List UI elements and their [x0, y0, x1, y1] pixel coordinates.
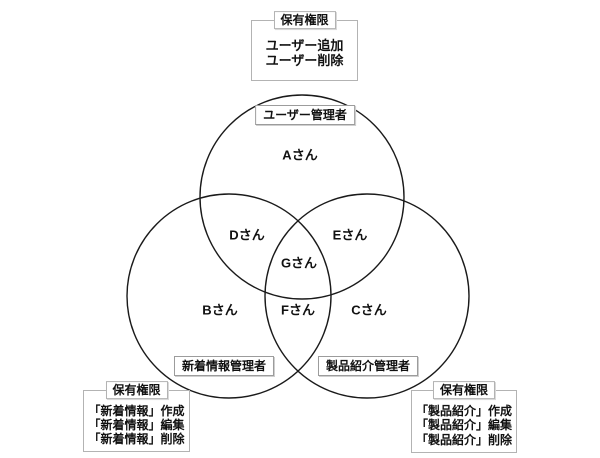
circle-news-admin [126, 193, 332, 399]
permission-line: 「新着情報」編集 [88, 417, 185, 432]
permission-box-product-admin: 保有権限 「製品紹介」作成 「製品紹介」編集 「製品紹介」削除 [411, 381, 517, 453]
permission-box-user-admin-legend: 保有権限 [273, 11, 336, 30]
member-e: Eさん [332, 227, 368, 243]
circle-label-user-admin: ユーザー管理者 [255, 105, 355, 125]
permission-line: 「製品紹介」削除 [415, 432, 512, 447]
permission-box-product-admin-lines: 「製品紹介」作成 「製品紹介」編集 「製品紹介」削除 [412, 391, 516, 452]
permission-line: 「新着情報」作成 [88, 403, 185, 418]
permission-box-product-admin-legend: 保有権限 [432, 381, 496, 400]
permission-box-news-admin: 保有権限 「新着情報」作成 「新着情報」編集 「新着情報」削除 [83, 381, 190, 452]
permission-line: ユーザー削除 [265, 53, 344, 68]
member-c: Cさん [351, 302, 387, 318]
member-f: Fさん [281, 302, 315, 318]
circle-product-admin [264, 193, 470, 399]
member-d: Dさん [229, 227, 265, 243]
permission-box-user-admin: 保有権限 ユーザー追加 ユーザー削除 [251, 11, 358, 81]
permission-line: 「製品紹介」作成 [415, 404, 512, 419]
permission-box-user-admin-lines: ユーザー追加 ユーザー削除 [252, 21, 357, 80]
circle-label-product-admin: 製品紹介管理者 [317, 356, 419, 376]
permission-box-news-admin-legend: 保有権限 [105, 381, 168, 400]
permission-line: 「製品紹介」編集 [415, 418, 512, 433]
circle-user-admin [199, 94, 405, 300]
member-g: Gさん [280, 255, 318, 271]
member-b: Bさん [202, 302, 238, 318]
permission-line: 「新着情報」削除 [88, 432, 185, 447]
permission-box-news-admin-lines: 「新着情報」作成 「新着情報」編集 「新着情報」削除 [84, 391, 189, 451]
member-a: Aさん [282, 147, 318, 163]
permission-line: ユーザー追加 [265, 37, 344, 53]
circle-label-news-admin: 新着情報管理者 [173, 356, 275, 376]
